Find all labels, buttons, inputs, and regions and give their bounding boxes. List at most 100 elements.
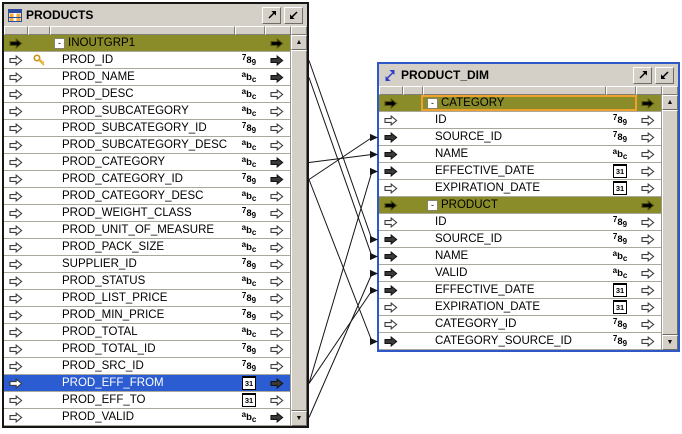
output-port-arrow[interactable]	[641, 267, 655, 279]
input-port-arrow[interactable]	[9, 377, 23, 389]
input-port-arrow[interactable]	[9, 258, 23, 270]
input-port-arrow[interactable]	[9, 224, 23, 236]
input-port-arrow[interactable]	[384, 97, 398, 109]
input-port-arrow[interactable]	[9, 411, 23, 423]
product-dim-titlebar[interactable]: PRODUCT_DIM	[379, 64, 678, 86]
output-port-arrow[interactable]	[270, 207, 284, 219]
restore-button[interactable]	[655, 66, 674, 84]
input-port-arrow[interactable]	[9, 241, 23, 253]
connection-line[interactable]	[308, 154, 373, 163]
input-port-arrow[interactable]	[384, 335, 398, 347]
output-port-arrow[interactable]	[270, 241, 284, 253]
group-row[interactable]: -INOUTGRP1	[4, 35, 290, 52]
output-port-arrow[interactable]	[270, 139, 284, 151]
restore-button[interactable]	[284, 6, 303, 24]
input-port-arrow[interactable]	[9, 37, 23, 49]
input-port-arrow[interactable]	[384, 216, 398, 228]
output-port-arrow[interactable]	[641, 97, 655, 109]
input-port-arrow[interactable]	[384, 284, 398, 296]
connection-line[interactable]	[308, 137, 373, 180]
input-port-arrow[interactable]	[9, 54, 23, 66]
input-port-arrow[interactable]	[384, 199, 398, 211]
output-port-arrow[interactable]	[641, 318, 655, 330]
output-port-arrow[interactable]	[641, 131, 655, 143]
output-port-arrow[interactable]	[270, 88, 284, 100]
scroll-up-button[interactable]: ▲	[291, 35, 307, 50]
scroll-down-button[interactable]: ▼	[291, 411, 307, 426]
output-port-arrow[interactable]	[270, 37, 284, 49]
input-port-arrow[interactable]	[384, 267, 398, 279]
maximize-button[interactable]	[262, 6, 281, 24]
output-port-arrow[interactable]	[641, 233, 655, 245]
input-port-arrow[interactable]	[9, 292, 23, 304]
input-port-arrow[interactable]	[9, 105, 23, 117]
group-row[interactable]: -PRODUCT	[379, 197, 661, 214]
input-port-arrow[interactable]	[9, 343, 23, 355]
output-port-arrow[interactable]	[270, 122, 284, 134]
input-port-arrow[interactable]	[9, 275, 23, 287]
scrollbar-thumb[interactable]	[291, 50, 307, 411]
output-port-arrow[interactable]	[270, 105, 284, 117]
collapse-icon[interactable]: -	[427, 97, 438, 109]
input-port-arrow[interactable]	[9, 139, 23, 151]
output-port-arrow[interactable]	[270, 394, 284, 406]
maximize-button[interactable]	[633, 66, 652, 84]
output-port-arrow[interactable]	[270, 309, 284, 321]
output-port-arrow[interactable]	[270, 411, 284, 423]
input-port-arrow[interactable]	[9, 394, 23, 406]
group-row[interactable]: -CATEGORY	[379, 95, 661, 112]
input-port-arrow[interactable]	[384, 131, 398, 143]
output-port-arrow[interactable]	[270, 258, 284, 270]
input-port-arrow[interactable]	[384, 148, 398, 160]
scroll-down-button[interactable]: ▼	[662, 335, 678, 350]
output-port-arrow[interactable]	[641, 148, 655, 160]
input-port-arrow[interactable]	[9, 156, 23, 168]
input-port-arrow[interactable]	[9, 207, 23, 219]
output-port-arrow[interactable]	[270, 190, 284, 202]
output-port-arrow[interactable]	[641, 301, 655, 313]
input-port-arrow[interactable]	[384, 165, 398, 177]
connection-line[interactable]	[308, 273, 373, 418]
connection-line[interactable]	[308, 171, 373, 384]
output-port-arrow[interactable]	[270, 377, 284, 389]
input-port-arrow[interactable]	[9, 190, 23, 202]
connection-line[interactable]	[308, 77, 373, 257]
input-port-arrow[interactable]	[9, 326, 23, 338]
connection-line[interactable]	[308, 179, 373, 342]
output-port-arrow[interactable]	[270, 71, 284, 83]
output-port-arrow[interactable]	[270, 224, 284, 236]
scrollbar-thumb[interactable]	[662, 110, 678, 335]
output-port-arrow[interactable]	[270, 54, 284, 66]
input-port-arrow[interactable]	[384, 182, 398, 194]
output-port-arrow[interactable]	[270, 275, 284, 287]
products-titlebar[interactable]: PRODUCTS	[4, 4, 307, 26]
output-port-arrow[interactable]	[641, 250, 655, 262]
input-port-arrow[interactable]	[384, 114, 398, 126]
connection-line[interactable]	[308, 290, 373, 384]
input-port-arrow[interactable]	[9, 71, 23, 83]
output-port-arrow[interactable]	[270, 156, 284, 168]
